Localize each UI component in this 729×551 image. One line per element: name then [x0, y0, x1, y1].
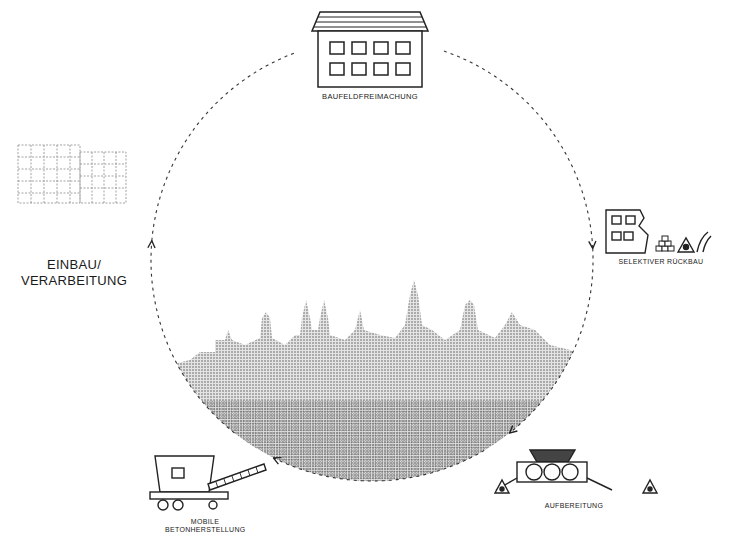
cycle-station: EINBAU/ VERARBEITUNG: [8, 135, 140, 300]
mixing-plant-icon: [150, 456, 266, 510]
cycle-arc: [152, 52, 297, 240]
station-label: EINBAU/ VERARBEITUNG: [18, 257, 130, 288]
cycle-arc: [151, 241, 234, 433]
cycle-station: SELEKTIVER RÜCKBAU: [598, 200, 724, 274]
building-icon: [312, 12, 428, 87]
cycle-arc: [273, 450, 484, 481]
cycle-arc: [510, 248, 593, 433]
crusher-icon: [495, 450, 657, 493]
cycle-station: MOBILE BETONHERSTELLUNG: [140, 436, 270, 548]
cycle-station: BAUFELDFREIMACHUNG: [300, 4, 440, 108]
cycle-station: AUFBEREITUNG: [488, 436, 660, 520]
station-label: SELEKTIVER RÜCKBAU: [619, 258, 704, 266]
station-label: AUFBEREITUNG: [545, 502, 603, 510]
demolition-icon: [606, 210, 711, 253]
station-label: MOBILE BETONHERSTELLUNG: [165, 518, 245, 535]
construction-icon: [18, 145, 126, 203]
cycle-arc: [444, 51, 593, 248]
station-label: BAUFELDFREIMACHUNG: [322, 92, 418, 101]
